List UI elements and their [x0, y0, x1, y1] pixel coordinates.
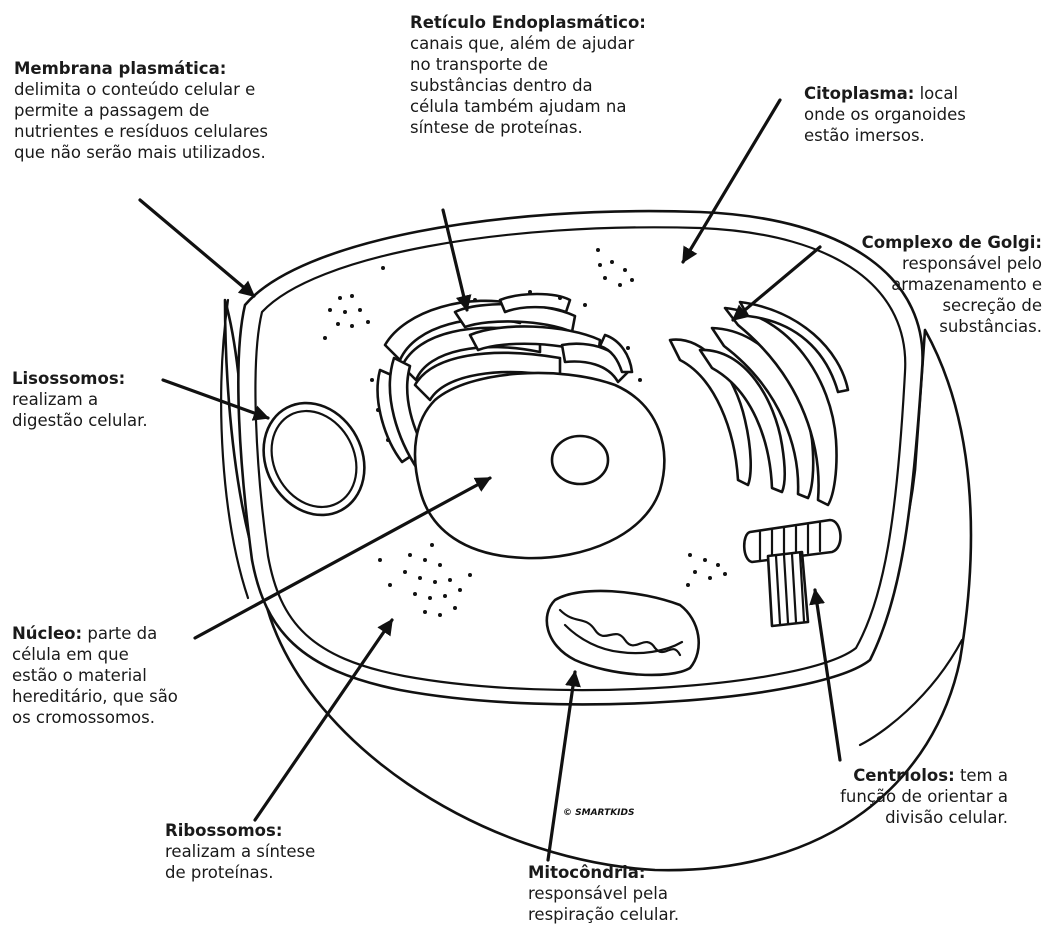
- membrana-arrow: [140, 200, 254, 296]
- ribossomos-title: Ribossomos:: [165, 821, 282, 840]
- label-membrana-plasmatica: Membrana plasmática: delimita o conteúdo…: [14, 58, 268, 163]
- membrana-description: delimita o conteúdo celular e permite a …: [14, 79, 268, 163]
- label-nucleo: Núcleo: parte da célula em que estão o m…: [12, 623, 178, 728]
- nucleus-shape: [415, 373, 664, 558]
- label-reticulo-endoplasmatico: Retículo Endoplasmático: canais que, alé…: [410, 12, 646, 138]
- reticulo-title: Retículo Endoplasmático:: [410, 13, 646, 32]
- membrana-title: Membrana plasmática:: [14, 59, 226, 78]
- reticulo-description: canais que, além de ajudar no transporte…: [410, 33, 646, 138]
- golgi-description: responsável pelo armazenamento e secreçã…: [790, 253, 1042, 337]
- label-mitocondria: Mitocôndria: responsável pela respiração…: [528, 862, 679, 925]
- nucleo-title: Núcleo:: [12, 624, 82, 643]
- label-lisossomos: Lisossomos: realizam a digestão celular.: [12, 368, 148, 431]
- lisossomos-description: realizam a digestão celular.: [12, 389, 148, 431]
- lisossomos-title: Lisossomos:: [12, 369, 125, 388]
- label-complexo-de-golgi: Complexo de Golgi: responsável pelo arma…: [790, 232, 1042, 337]
- citoplasma-title: Citoplasma:: [804, 84, 914, 103]
- smartkids-watermark: © SMARTKIDS: [563, 808, 634, 818]
- label-centriolos: Centríolos: tem a função de orientar a d…: [760, 765, 1008, 828]
- mitocondria-description: responsável pela respiração celular.: [528, 883, 679, 925]
- label-citoplasma: Citoplasma: local onde os organoides est…: [804, 83, 966, 146]
- centriolos-title: Centríolos:: [853, 766, 954, 785]
- ribossomos-description: realizam a síntese de proteínas.: [165, 841, 315, 883]
- golgi-title: Complexo de Golgi:: [862, 233, 1042, 252]
- label-ribossomos: Ribossomos: realizam a síntese de proteí…: [165, 820, 315, 883]
- mitocondria-title: Mitocôndria:: [528, 863, 646, 882]
